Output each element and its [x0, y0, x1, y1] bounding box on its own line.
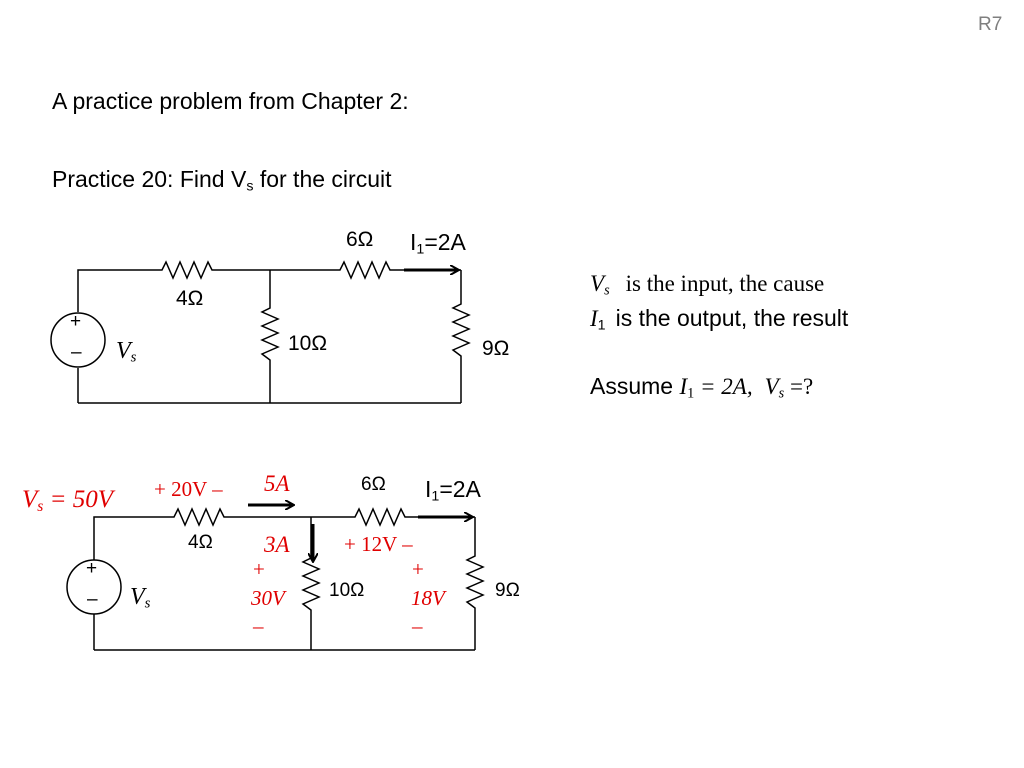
- v-10ohm-plus: +: [253, 557, 265, 581]
- v-10ohm-minus: –: [253, 614, 264, 638]
- resistor2-6ohm: [343, 507, 418, 527]
- current-sub: 1: [416, 241, 425, 258]
- label2-9ohm: 9Ω: [495, 580, 520, 601]
- assume-v: V: [764, 374, 779, 399]
- vs-answer-value: = 50V: [43, 486, 113, 513]
- v-9ohm-minus: –: [412, 614, 423, 638]
- problem-prefix: Practice 20: Find V: [52, 166, 247, 192]
- current-value: =2A: [424, 229, 466, 255]
- assume-v-sub: s: [778, 385, 785, 402]
- v-10ohm-value: 30V: [251, 586, 285, 610]
- note-line-output: I1 is the output, the result: [590, 305, 848, 334]
- current2-name: I: [425, 476, 432, 502]
- resistor-10ohm: [260, 302, 280, 366]
- resistor-9ohm: [451, 298, 471, 370]
- resistor2-10ohm: [301, 552, 321, 614]
- i-10ohm-annotation: 3A: [264, 532, 290, 557]
- assume-i: I: [679, 374, 688, 399]
- problem-statement: Practice 20: Find Vs for the circuit: [52, 166, 391, 195]
- slide-heading: A practice problem from Chapter 2:: [52, 88, 409, 114]
- i-4ohm-annotation: 5A: [264, 471, 290, 496]
- voltage-source-2: [66, 559, 122, 615]
- note-i1-sub: 1: [597, 317, 606, 334]
- label-4ohm: 4Ω: [176, 287, 204, 310]
- circuit-1: [50, 260, 471, 404]
- source2-label-vs: Vs: [130, 584, 150, 613]
- source2-plus: +: [86, 558, 98, 579]
- assume-v-rest: =?: [784, 374, 814, 399]
- source-minus: –: [71, 342, 82, 363]
- voltage-source-1: [50, 312, 106, 368]
- note-line-input: Vs is the input, the cause: [590, 270, 824, 300]
- note-input-text: is the input, the cause: [625, 271, 825, 296]
- assume-i-sub: 1: [687, 385, 695, 402]
- vs-answer-sub: s: [37, 497, 44, 515]
- label-10ohm: 10Ω: [288, 332, 328, 355]
- note-vs-sub: s: [604, 282, 610, 299]
- wire2-top-left: [93, 516, 162, 560]
- v-6ohm-annotation: + 12V –: [344, 532, 413, 556]
- circuit-2: [66, 505, 485, 651]
- note-vs-var: V: [590, 271, 605, 296]
- resistor-6ohm: [328, 260, 403, 280]
- current-label-i1: I1=2A: [410, 229, 466, 258]
- current-name: I: [410, 229, 417, 255]
- label-6ohm: 6Ω: [346, 228, 374, 251]
- source-sub: s: [130, 349, 137, 366]
- current2-label-i1: I1=2A: [425, 476, 481, 505]
- source-label-vs: Vs: [116, 338, 136, 367]
- source-name: V: [116, 338, 131, 364]
- v-4ohm-annotation: + 20V –: [154, 477, 223, 501]
- current2-value: =2A: [439, 476, 481, 502]
- assume-label: Assume: [590, 373, 680, 399]
- label2-10ohm: 10Ω: [329, 580, 365, 601]
- vs-answer-var: V: [22, 486, 38, 513]
- resistor2-9ohm: [465, 550, 485, 622]
- note-assume: Assume I1 = 2A, Vs =?: [590, 373, 813, 403]
- note-i1-var: I: [590, 306, 598, 331]
- resistor-4ohm: [150, 260, 228, 280]
- resistor2-4ohm: [162, 507, 240, 527]
- label2-4ohm: 4Ω: [188, 532, 213, 553]
- note-output-text: is the output, the result: [615, 305, 849, 331]
- source2-minus: –: [87, 589, 98, 610]
- slide-number: R7: [978, 14, 1003, 35]
- v-9ohm-value: 18V: [411, 586, 445, 610]
- v-9ohm-plus: +: [412, 557, 424, 581]
- source2-sub: s: [144, 595, 151, 612]
- source-plus: +: [70, 311, 82, 332]
- source2-name: V: [130, 584, 145, 610]
- current2-sub: 1: [431, 488, 440, 505]
- assume-i-rest: = 2A,: [694, 374, 753, 399]
- problem-suffix: for the circuit: [253, 166, 392, 192]
- label2-6ohm: 6Ω: [361, 474, 386, 495]
- vs-answer: Vs = 50V: [22, 486, 113, 516]
- wire-top-left: [77, 269, 150, 312]
- label-9ohm: 9Ω: [482, 337, 510, 360]
- problem-sub: s: [246, 178, 254, 195]
